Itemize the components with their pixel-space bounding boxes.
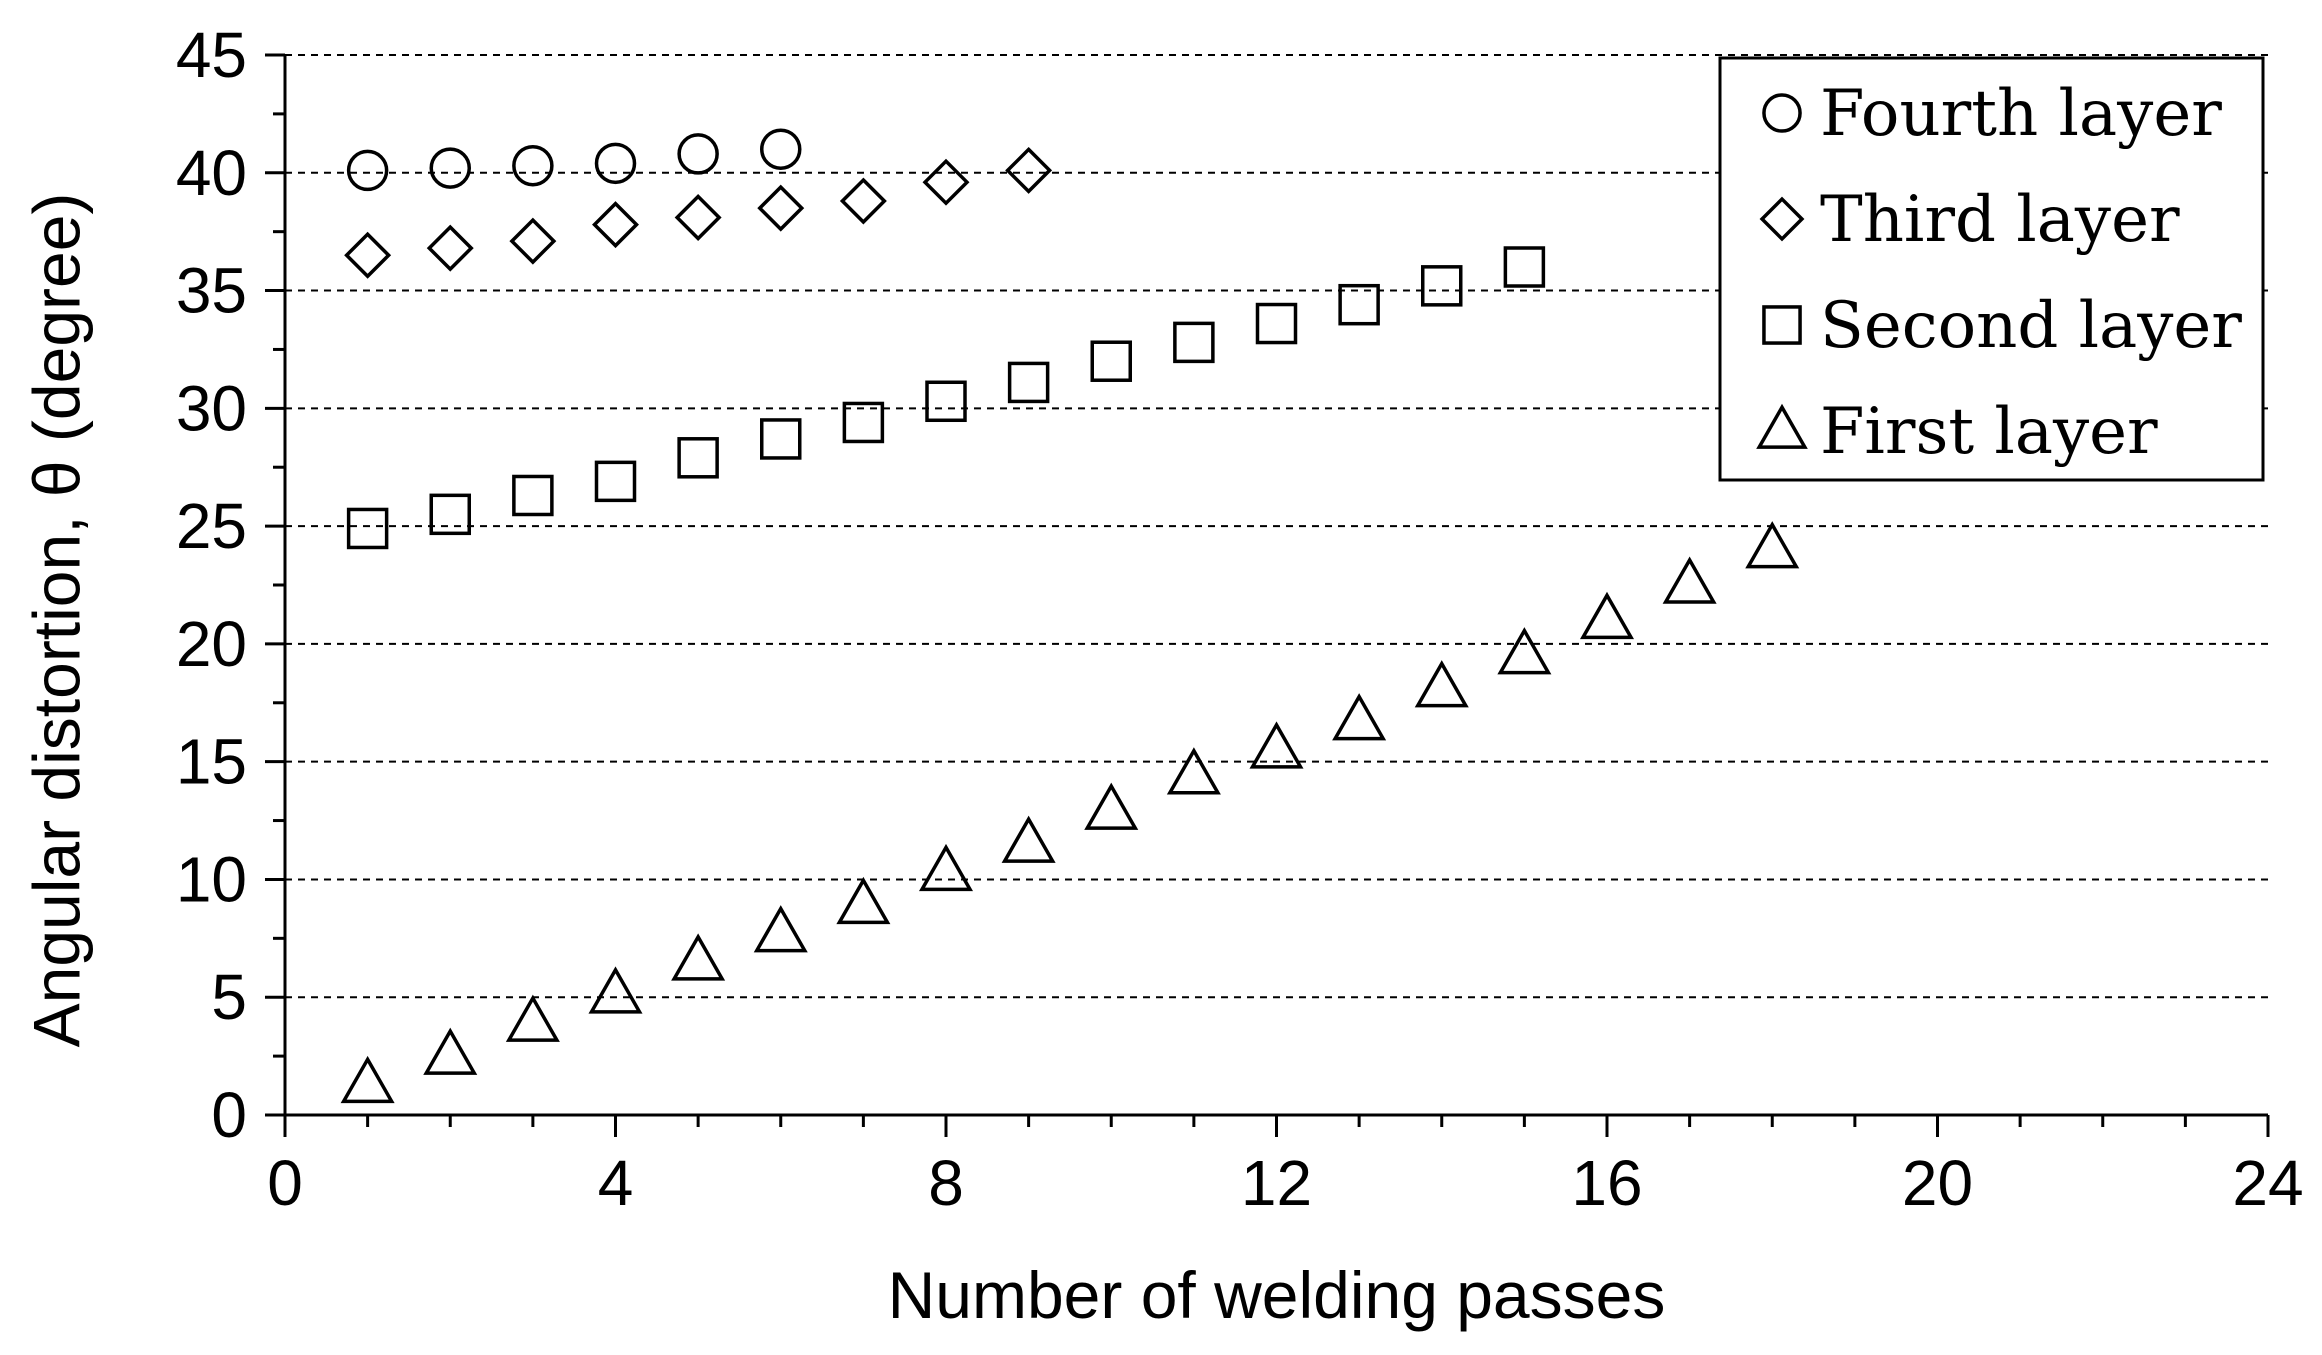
data-point-first-layer xyxy=(588,966,643,1014)
data-point-fourth-layer xyxy=(677,133,719,175)
y-tick-label: 40 xyxy=(176,137,247,209)
data-point-second-layer xyxy=(842,401,885,444)
y-tick-label: 30 xyxy=(176,372,247,444)
x-tick-label: 8 xyxy=(928,1147,964,1219)
data-point-first-layer xyxy=(1084,782,1139,830)
y-tick-label: 20 xyxy=(176,608,247,680)
y-tick-label: 10 xyxy=(176,843,247,915)
data-point-second-layer xyxy=(429,493,471,536)
data-point-second-layer xyxy=(594,460,637,503)
data-point-fourth-layer xyxy=(760,128,802,170)
data-point-second-layer xyxy=(512,474,554,517)
data-point-third-layer xyxy=(1005,146,1053,194)
data-point-second-layer xyxy=(925,380,967,423)
legend-box xyxy=(1718,56,2265,482)
y-tick-label: 5 xyxy=(211,961,247,1033)
x-tick-label: 4 xyxy=(598,1147,634,1219)
y-tick-label: 45 xyxy=(176,19,247,91)
x-tick-label: 24 xyxy=(2232,1147,2303,1219)
data-point-second-layer xyxy=(1421,265,1463,307)
legend-marker-first-layer xyxy=(1756,403,1808,449)
data-point-third-layer xyxy=(592,201,639,249)
data-point-first-layer xyxy=(1332,693,1387,741)
tick-labels: 0 5 10 15 20 25 30 35 40 45 0 4 8 12 16 20 24 xyxy=(176,19,2304,1219)
data-point-first-layer xyxy=(1662,556,1717,604)
data-point-first-layer xyxy=(505,994,560,1042)
data-point-first-layer xyxy=(1001,815,1056,863)
data-point-fourth-layer xyxy=(429,147,471,189)
x-tick-label: 20 xyxy=(1902,1147,1973,1219)
x-tick-label: 16 xyxy=(1571,1147,1642,1219)
series-third-layer xyxy=(344,146,1053,279)
data-point-first-layer xyxy=(918,843,974,892)
y-tick-label: 25 xyxy=(176,490,247,562)
legend-marker-fourth-layer xyxy=(1762,93,1802,133)
series-fourth-layer xyxy=(346,128,802,192)
data-point-first-layer xyxy=(1497,627,1552,675)
data-point-first-layer xyxy=(836,876,891,925)
data-point-first-layer xyxy=(1249,721,1304,769)
y-tick-label: 15 xyxy=(176,726,247,798)
series-first-layer xyxy=(340,521,1800,1104)
legend-label-first-layer: First layer xyxy=(1820,395,2158,469)
data-point-first-layer xyxy=(753,905,808,953)
data-point-second-layer xyxy=(1338,283,1380,326)
data-point-second-layer xyxy=(677,437,719,479)
data-point-third-layer xyxy=(674,194,722,242)
data-point-third-layer xyxy=(922,158,970,206)
y-axis-title: Angular distortion, θ (degree) xyxy=(19,193,93,1048)
data-point-third-layer xyxy=(839,177,887,225)
data-point-first-layer xyxy=(423,1027,478,1075)
y-tick-label: 35 xyxy=(176,255,247,327)
data-point-fourth-layer xyxy=(346,149,389,192)
data-point-fourth-layer xyxy=(512,144,554,187)
data-point-fourth-layer xyxy=(594,142,637,185)
axis-ticks xyxy=(265,53,2270,1137)
data-point-second-layer xyxy=(346,507,389,550)
y-tick-label: 0 xyxy=(211,1079,247,1151)
data-point-second-layer xyxy=(1090,340,1132,382)
x-tick-label: 0 xyxy=(267,1147,303,1219)
legend-label-second-layer: Second layer xyxy=(1820,289,2242,363)
data-point-second-layer xyxy=(1503,246,1546,288)
x-tick-label: 12 xyxy=(1241,1147,1312,1219)
legend-marker-third-layer xyxy=(1759,196,1805,242)
grid-lines xyxy=(285,54,2268,999)
data-point-first-layer xyxy=(340,1055,395,1104)
data-point-third-layer xyxy=(757,184,805,232)
legend-marker-second-layer xyxy=(1762,305,1802,345)
data-points xyxy=(340,128,1800,1104)
legend-label-fourth-layer: Fourth layer xyxy=(1820,77,2222,151)
data-point-second-layer xyxy=(1255,302,1298,345)
series-second-layer xyxy=(346,246,1546,550)
data-point-second-layer xyxy=(1173,321,1215,364)
data-point-first-layer xyxy=(671,933,726,981)
data-point-first-layer xyxy=(1579,591,1635,640)
data-point-first-layer xyxy=(1414,660,1469,708)
data-point-third-layer xyxy=(426,224,474,272)
legend-label-third-layer: Third layer xyxy=(1820,183,2180,257)
data-point-first-layer xyxy=(1745,521,1800,569)
data-point-third-layer xyxy=(509,217,557,265)
data-point-second-layer xyxy=(1007,361,1050,404)
x-axis-title: Number of welding passes xyxy=(888,1258,1666,1332)
data-point-first-layer xyxy=(1166,747,1221,795)
data-point-third-layer xyxy=(344,231,392,279)
data-point-second-layer xyxy=(760,418,802,460)
